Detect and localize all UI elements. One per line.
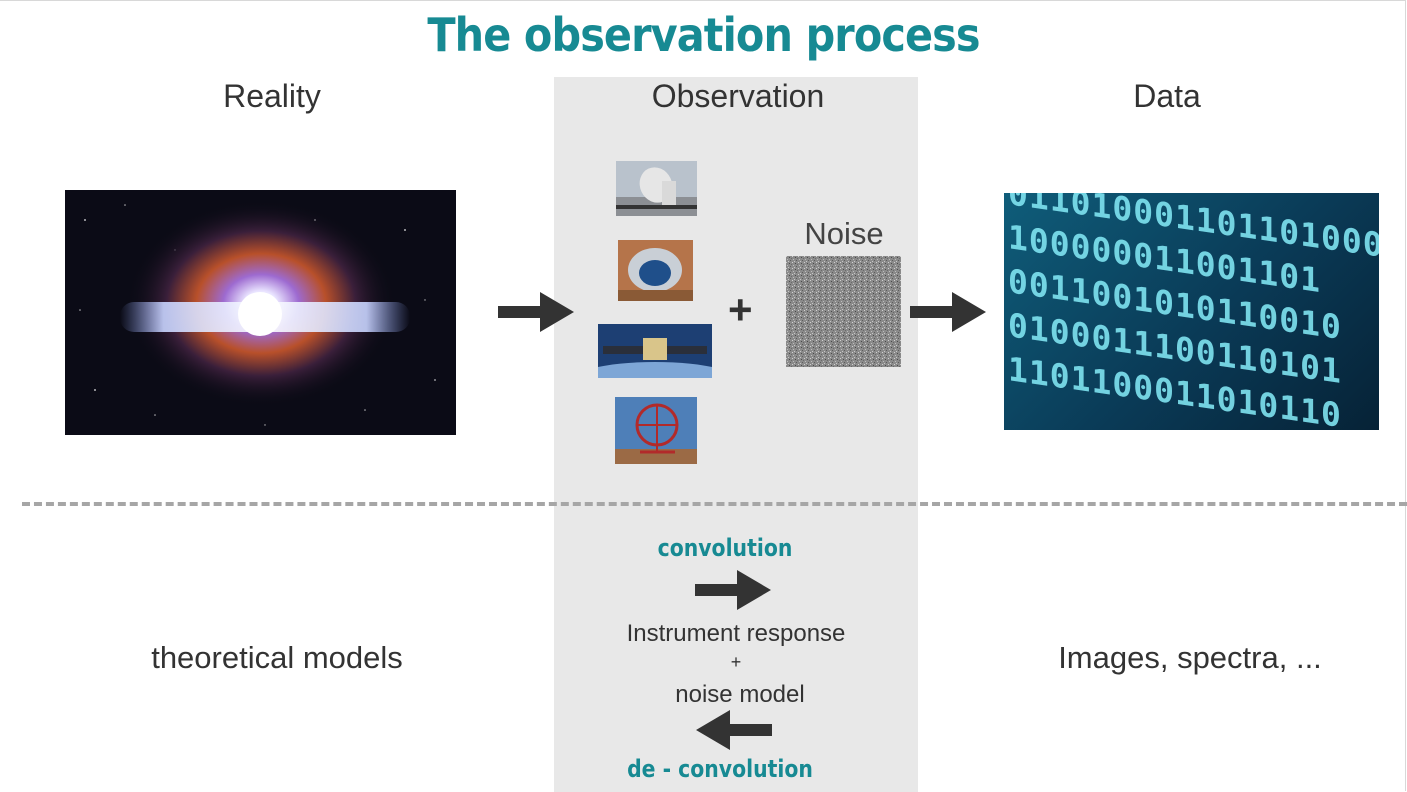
observation-band: [554, 77, 918, 792]
theoretical-models-label: theoretical models: [151, 640, 403, 675]
images-spectra-label: Images, spectra, ...: [1058, 640, 1322, 675]
space-telescope-image: [598, 324, 712, 378]
optical-telescope-image: [618, 240, 693, 301]
binary-data-image: 0110100011011010001 100000011001101 0011…: [1004, 193, 1379, 430]
cosmic-explosion-image: [65, 190, 456, 435]
noise-label: Noise: [804, 216, 884, 251]
observation-heading: Observation: [651, 78, 825, 114]
noise-model-label: noise model: [675, 681, 805, 708]
cherenkov-telescope-image: [615, 397, 697, 464]
reality-heading: Reality: [223, 78, 321, 114]
convolution-label: convolution: [657, 534, 793, 562]
slide-title: The observation process: [427, 8, 980, 62]
arrow-right-icon: [695, 570, 771, 610]
plus-sign: +: [728, 286, 753, 333]
arrow-right-icon: [910, 292, 986, 332]
deconvolution-label: de - convolution: [627, 755, 813, 783]
plus-sign: +: [730, 652, 742, 672]
radio-dish-telescope-image: [616, 161, 697, 216]
arrow-left-icon: [696, 710, 772, 750]
data-heading: Data: [1133, 78, 1201, 114]
noise-image: [786, 256, 901, 367]
instrument-response-label: Instrument response: [626, 620, 846, 647]
arrow-right-icon: [498, 292, 574, 332]
section-divider: [22, 502, 1407, 506]
